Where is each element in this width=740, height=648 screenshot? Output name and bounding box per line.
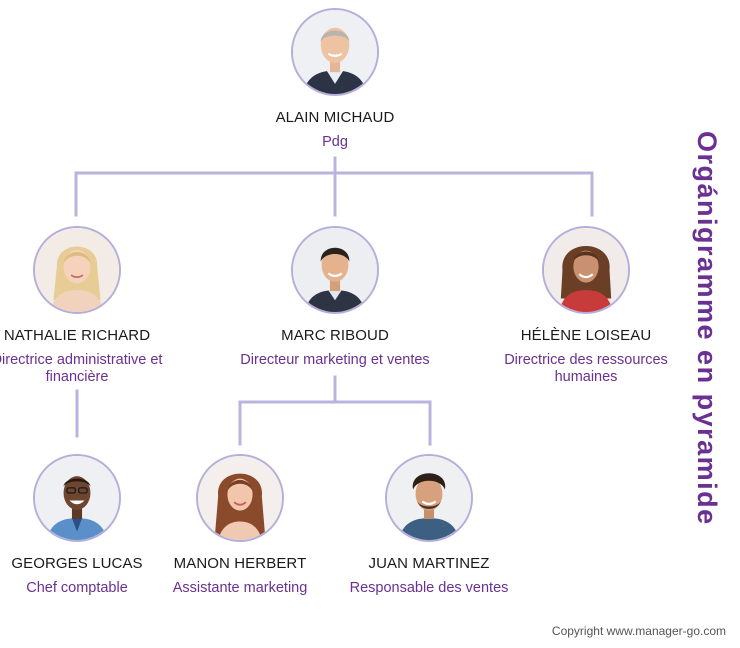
org-node-admin: NATHALIE RICHARD Directrice administrati…: [0, 226, 177, 386]
person-role: Directrice des ressources humaines: [504, 352, 668, 385]
avatar: [33, 226, 121, 314]
person-name: MANON HERBERT: [173, 555, 307, 572]
chart-title: Orgánigramme en pyramide: [692, 131, 722, 526]
man-grey-hair-portrait-icon: [293, 10, 377, 94]
avatar: [33, 454, 121, 542]
woman-long-brown-hair-portrait-icon: [198, 456, 282, 540]
person-role: Directeur marketing et ventes: [240, 352, 430, 368]
avatar: [542, 226, 630, 314]
person-name: GEORGES LUCAS: [11, 555, 143, 572]
avatar: [196, 454, 284, 542]
org-node-assistant: MANON HERBERT Assistante marketing: [140, 454, 340, 597]
copyright-footer: Copyright www.manager-go.com: [551, 624, 726, 638]
avatar: [385, 454, 473, 542]
person-role: Chef comptable: [26, 580, 128, 596]
woman-curly-hair-portrait-icon: [544, 228, 628, 312]
person-role: Pdg: [322, 134, 348, 150]
avatar: [291, 8, 379, 96]
person-role: Assistante marketing: [172, 580, 308, 596]
woman-blonde-portrait-icon: [35, 228, 119, 312]
person-name: JUAN MARTINEZ: [368, 555, 490, 572]
org-node-ceo: ALAIN MICHAUD Pdg: [235, 8, 435, 151]
person-role: Responsable des ventes: [349, 580, 509, 596]
org-node-hr: HÉLÈNE LOISEAU Directrice des ressources…: [486, 226, 686, 386]
person-name: MARC RIBOUD: [281, 327, 389, 344]
person-name: NATHALIE RICHARD: [3, 327, 151, 344]
man-smiling-glasses-portrait-icon: [35, 456, 119, 540]
person-role: Directrice administrative et financière: [0, 352, 163, 385]
man-dark-hair-portrait-icon: [293, 228, 377, 312]
man-curly-hair-portrait-icon: [387, 456, 471, 540]
avatar: [291, 226, 379, 314]
person-name: HÉLÈNE LOISEAU: [520, 327, 652, 344]
person-name: ALAIN MICHAUD: [275, 109, 395, 126]
org-node-marketing: MARC RIBOUD Directeur marketing et vente…: [235, 226, 435, 369]
org-node-sales: JUAN MARTINEZ Responsable des ventes: [329, 454, 529, 597]
org-node-accountant: GEORGES LUCAS Chef comptable: [0, 454, 177, 597]
